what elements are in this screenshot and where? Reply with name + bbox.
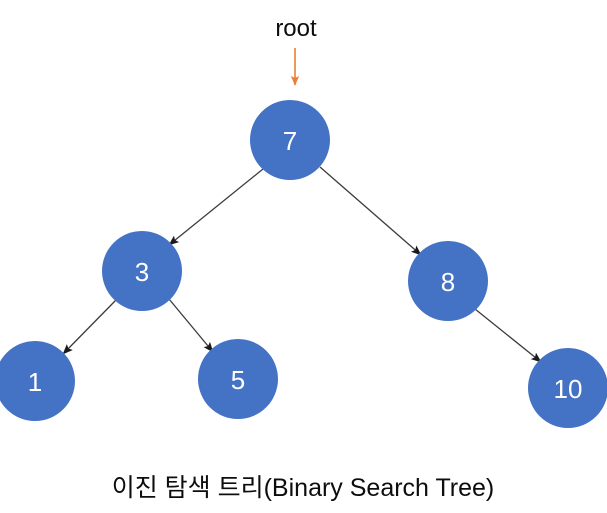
- node-circle-10[interactable]: [528, 348, 607, 428]
- tree-edge-n3-to-n1: [62, 299, 117, 355]
- node-circle-1[interactable]: [0, 341, 75, 421]
- node-label-5: 5: [231, 365, 245, 395]
- tree-edge-n8-to-n10: [474, 308, 542, 363]
- node-label-8: 8: [441, 267, 455, 297]
- node-label-10: 10: [554, 374, 583, 404]
- root-pointer-label: root: [275, 15, 317, 42]
- diagram-caption: 이진 탐색 트리(Binary Search Tree): [112, 474, 495, 502]
- tree-node-7[interactable]: 7: [250, 100, 330, 180]
- root-pointer-group: root: [275, 15, 317, 86]
- tree-edges-group: [62, 166, 542, 363]
- node-circle-8[interactable]: [408, 241, 488, 321]
- tree-node-10[interactable]: 10: [528, 348, 607, 428]
- tree-edge-n7-to-n3: [168, 168, 264, 246]
- tree-node-5[interactable]: 5: [198, 339, 278, 419]
- tree-node-8[interactable]: 8: [408, 241, 488, 321]
- node-circle-5[interactable]: [198, 339, 278, 419]
- node-label-7: 7: [283, 126, 297, 156]
- tree-nodes-group: 7 3 8 1 5 10: [0, 100, 607, 428]
- tree-edge-n7-to-n8: [319, 166, 422, 256]
- node-label-3: 3: [135, 257, 149, 287]
- node-label-1: 1: [28, 367, 42, 397]
- node-circle-7[interactable]: [250, 100, 330, 180]
- node-circle-3[interactable]: [102, 231, 182, 311]
- tree-node-1[interactable]: 1: [0, 341, 75, 421]
- tree-edge-n3-to-n5: [168, 298, 214, 353]
- tree-node-3[interactable]: 3: [102, 231, 182, 311]
